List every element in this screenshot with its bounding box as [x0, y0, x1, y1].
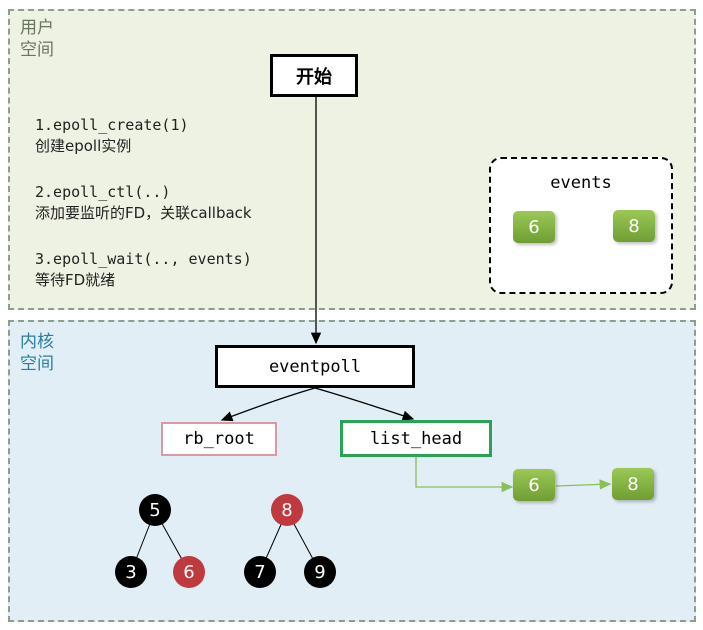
step-epoll-wait: 3.epoll_wait(.., events) 等待FD就绪	[35, 249, 252, 291]
start-box: 开始	[270, 54, 358, 97]
kernel-space-label: 内核空间	[20, 332, 54, 374]
step-code: 2.epoll_ctl(..)	[35, 183, 171, 201]
tree-node: 8	[271, 494, 303, 526]
list-head-label: list_head	[369, 428, 463, 449]
steps-list: 1.epoll_create(1) 创建epoll实例 2.epoll_ctl(…	[35, 115, 252, 316]
events-item: 6	[513, 211, 555, 243]
events-item: 8	[613, 210, 655, 242]
step-desc: 添加要监听的FD，关联callback	[35, 204, 252, 222]
step-code: 1.epoll_create(1)	[35, 116, 189, 134]
step-epoll-ctl: 2.epoll_ctl(..) 添加要监听的FD，关联callback	[35, 182, 252, 224]
tree-node: 5	[139, 494, 171, 526]
arrow-list-head-to-item	[415, 457, 514, 493]
arrow-eventpoll-to-list-head	[314, 387, 415, 421]
rb-root-box: rb_root	[161, 422, 277, 456]
step-code: 3.epoll_wait(.., events)	[35, 250, 252, 268]
eventpoll-box: eventpoll	[215, 345, 415, 388]
list-head-box: list_head	[340, 420, 492, 457]
step-desc: 创建epoll实例	[35, 137, 132, 155]
tree-node: 7	[244, 556, 276, 588]
step-desc: 等待FD就绪	[35, 271, 116, 289]
user-space-label: 用户空间	[20, 18, 54, 60]
start-label: 开始	[296, 66, 332, 88]
rb-root-label: rb_root	[183, 429, 255, 449]
eventpoll-label: eventpoll	[268, 356, 362, 377]
list-head-item: 6	[513, 469, 555, 501]
list-head-item: 8	[612, 468, 654, 500]
tree-node: 3	[115, 556, 147, 588]
arrow-list-item-to-next	[555, 479, 612, 490]
tree-node: 6	[173, 556, 205, 588]
arrow-eventpoll-to-rb-root	[220, 387, 316, 422]
events-title: events	[550, 173, 612, 193]
tree-node: 9	[304, 556, 336, 588]
events-array-box: events 6 8	[489, 157, 673, 294]
step-epoll-create: 1.epoll_create(1) 创建epoll实例	[35, 115, 252, 157]
